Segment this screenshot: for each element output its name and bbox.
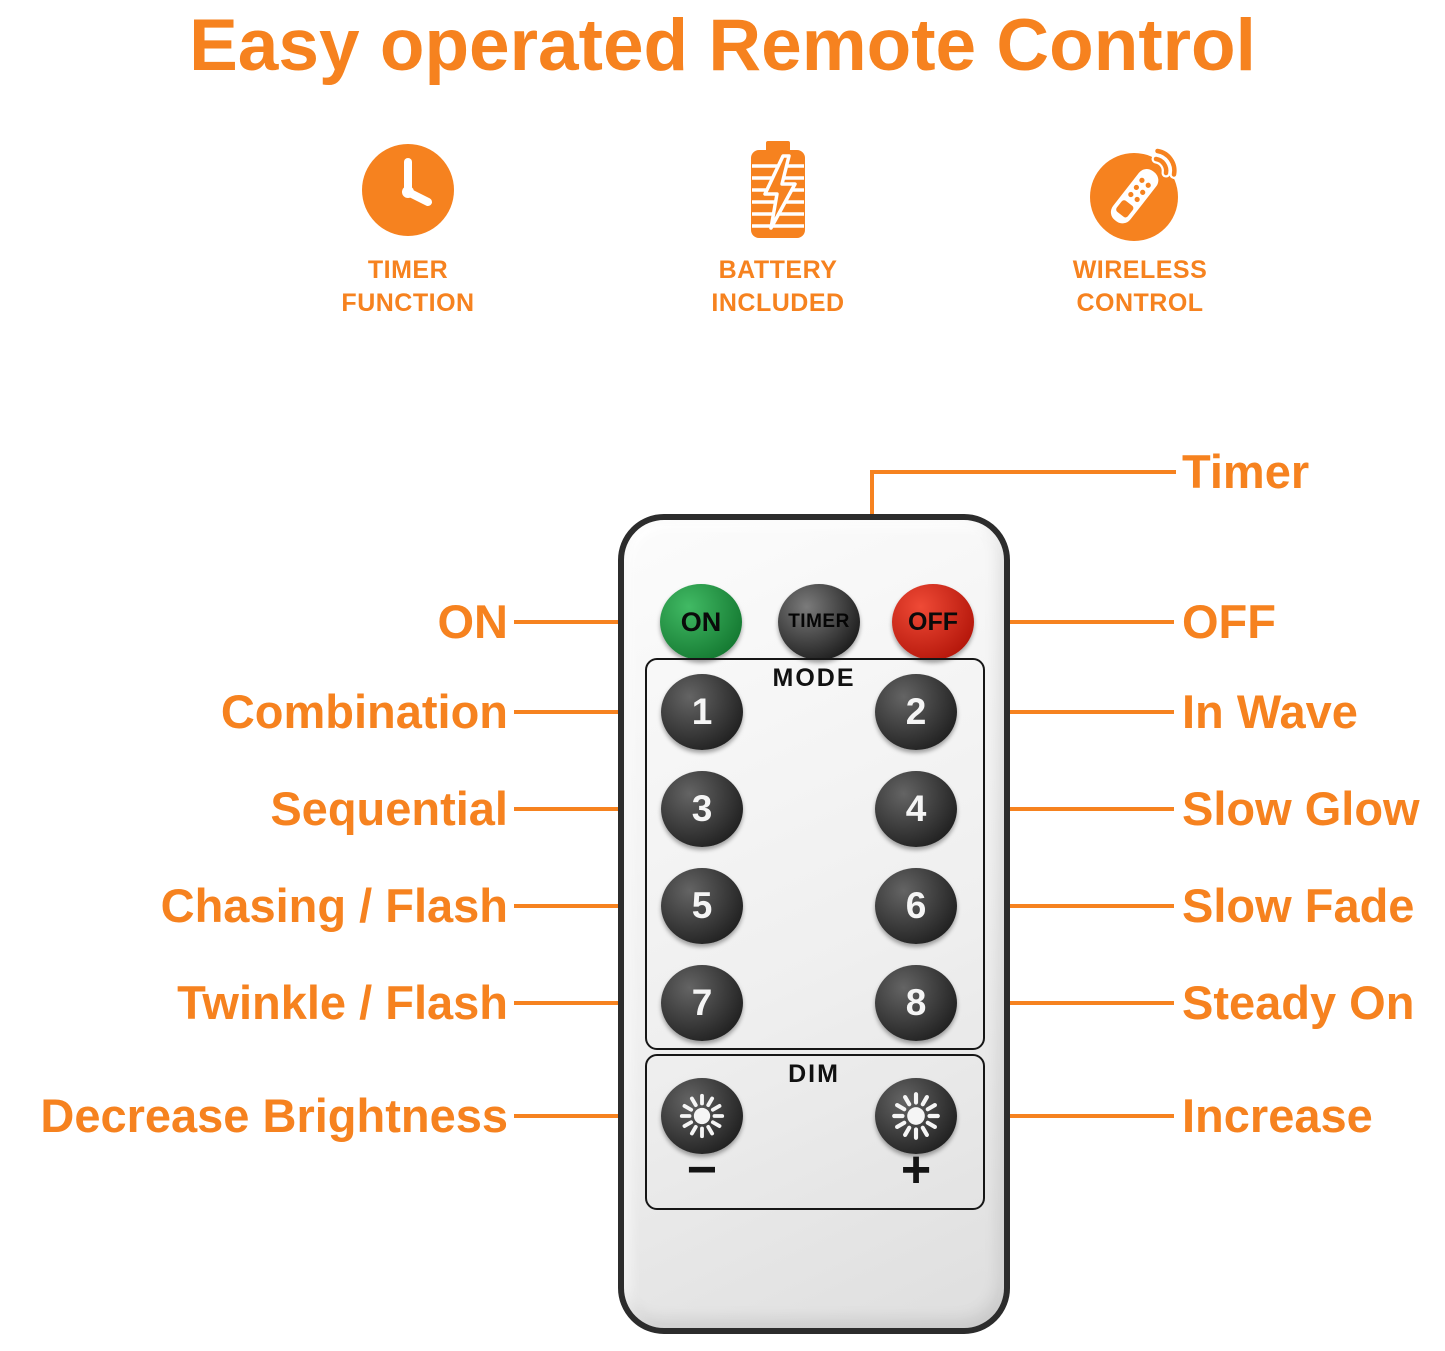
mode-button-4[interactable]: 4 [875, 771, 957, 847]
feature-label-timer: TIMER FUNCTION [341, 256, 475, 317]
callout-line-slow-glow [959, 807, 1174, 811]
dim-label: DIM [788, 1060, 840, 1088]
mode-button-8[interactable]: 8 [875, 965, 957, 1041]
battery-icon [738, 138, 818, 242]
feature-timer-function: TIMER FUNCTION [278, 138, 538, 319]
feature-battery-included: BATTERY INCLUDED [648, 138, 908, 319]
callout-line-twinkle-flash [514, 1001, 664, 1005]
plus-sign: + [900, 1141, 932, 1199]
callout-line-on [514, 620, 664, 624]
callout-line-increase [959, 1114, 1174, 1118]
callout-line-decrease [514, 1114, 664, 1118]
callout-label-sequential: Sequential [270, 782, 508, 835]
dim-section-box [645, 1054, 985, 1210]
callout-label-on: ON [437, 595, 509, 648]
callout-line-sequential [514, 807, 664, 811]
sun-icon [892, 1092, 940, 1140]
callout-line-combination [514, 710, 664, 714]
sun-icon [679, 1093, 725, 1139]
callout-line-steady-on [959, 1001, 1174, 1005]
callout-line-slow-fade [959, 904, 1174, 908]
callout-line-off [977, 620, 1174, 624]
increase-brightness-button[interactable] [875, 1078, 957, 1154]
mode-label: MODE [772, 664, 856, 692]
callout-label-twinkle-flash: Twinkle / Flash [177, 976, 508, 1029]
callout-label-decrease-brightness: Decrease Brightness [40, 1089, 508, 1142]
callout-label-in-wave: In Wave [1182, 685, 1358, 738]
mode-section-box [645, 658, 985, 1050]
remote-control: ON TIMER OFF MODE 1 2 3 4 5 6 7 8 DIM [618, 514, 1010, 1334]
minus-sign: − [686, 1141, 718, 1199]
mode-button-3[interactable]: 3 [661, 771, 743, 847]
callout-label-chasing-flash: Chasing / Flash [160, 879, 508, 932]
callout-label-timer: Timer [1182, 445, 1310, 498]
callout-label-slow-glow: Slow Glow [1182, 782, 1420, 835]
feature-label-battery: BATTERY INCLUDED [711, 256, 845, 317]
callout-label-slow-fade: Slow Fade [1182, 879, 1415, 932]
feature-wireless-control: WIRELESS CONTROL [1010, 138, 1270, 319]
remote-icon [1084, 138, 1196, 242]
mode-button-5[interactable]: 5 [661, 868, 743, 944]
off-button[interactable]: OFF [892, 584, 974, 660]
callout-label-combination: Combination [220, 685, 508, 738]
page-title: Easy operated Remote Control [189, 5, 1256, 86]
decrease-brightness-button[interactable] [661, 1078, 743, 1154]
mode-button-1[interactable]: 1 [661, 674, 743, 750]
mode-button-6[interactable]: 6 [875, 868, 957, 944]
feature-label-wireless: WIRELESS CONTROL [1072, 256, 1208, 317]
callout-line-chasing-flash [514, 904, 664, 908]
mode-button-7[interactable]: 7 [661, 965, 743, 1041]
mode-button-2[interactable]: 2 [875, 674, 957, 750]
callout-line-in-wave [959, 710, 1174, 714]
timer-button[interactable]: TIMER [778, 584, 860, 660]
callout-label-steady-on: Steady On [1182, 976, 1415, 1029]
callout-line-timer-h [872, 470, 1176, 474]
callout-label-increase: Increase [1182, 1089, 1373, 1142]
callout-label-off: OFF [1182, 595, 1276, 648]
clock-icon [358, 138, 458, 242]
on-button[interactable]: ON [660, 584, 742, 660]
